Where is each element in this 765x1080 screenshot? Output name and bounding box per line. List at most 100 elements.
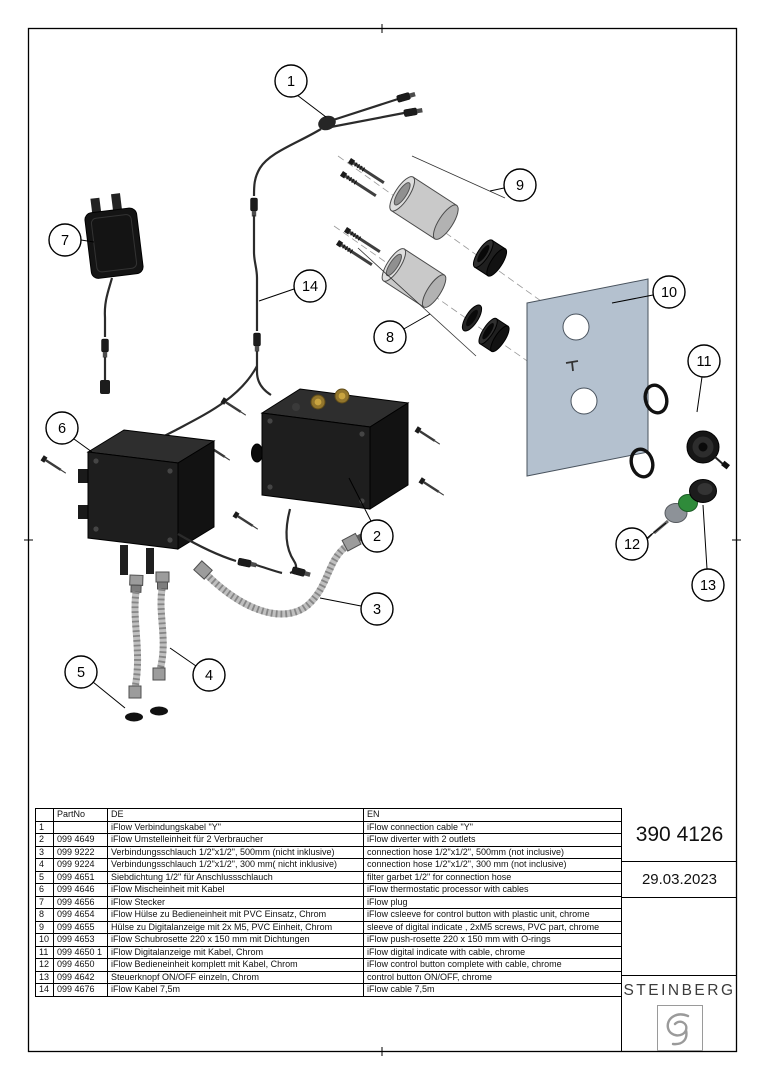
balloon-9: 9	[503, 168, 537, 202]
table-cell-part_no: 099 4676	[53, 983, 108, 997]
balloon-12-label: 12	[624, 537, 640, 553]
balloon-7: 7	[48, 223, 82, 257]
table-cell-part_no: 099 4646	[53, 883, 108, 897]
part-2-diverter-unit	[219, 388, 447, 579]
table-cell-de: Verbindungsschlauch 1/2"x1/2", 500mm (ni…	[107, 845, 364, 859]
table-cell-en: iFlow cable 7,5m	[363, 983, 622, 997]
part-5-filter-seals	[125, 706, 168, 722]
table-cell-no: 6	[35, 883, 54, 897]
table-cell-no: 13	[35, 970, 54, 984]
table-cell-de: iFlow Umstelleinheit für 2 Verbraucher	[107, 833, 364, 847]
table-cell-no: 3	[35, 845, 54, 859]
table-cell-no: 11	[35, 945, 54, 959]
table-cell-no: 12	[35, 958, 54, 972]
part-10-push-rosette	[526, 278, 649, 477]
balloon-1-label: 1	[287, 74, 295, 90]
sheet-frame	[24, 24, 741, 1056]
part-9-display-sleeve-group	[340, 158, 508, 277]
table-cell-en: control button ON/OFF, chrome	[363, 970, 622, 984]
table-cell-no: 4	[35, 858, 54, 872]
part-8-button-sleeve-group	[336, 227, 510, 353]
balloon-3-label: 3	[373, 602, 381, 618]
drawing-date: 29.03.2023	[622, 862, 737, 898]
table-cell-part_no: 099 9222	[53, 845, 108, 859]
drawing-number: 390 4126	[622, 808, 737, 862]
table-cell-no: 5	[35, 870, 54, 884]
table-cell-en: iFlow connection cable "Y"	[363, 820, 622, 834]
balloon-13-label: 13	[700, 578, 716, 594]
table-cell-de: iFlow Schubrosette 220 x 150 mm mit Dich…	[107, 933, 364, 947]
table-cell-de: iFlow Hülse zu Bedieneinheit mit PVC Ein…	[107, 908, 364, 922]
balloon-5: 5	[64, 655, 98, 689]
table-cell-no: 8	[35, 908, 54, 922]
leader-2	[348, 477, 372, 522]
table-cell-de: iFlow Bedieneinheit komplett mit Kabel, …	[107, 958, 364, 972]
table-cell-de: iFlow Stecker	[107, 895, 364, 909]
balloon-1: 1	[274, 64, 308, 98]
table-cell-en: connection hose 1/2"x1/2", 300 mm (not i…	[363, 858, 622, 872]
table-cell-en: iFlow thermostatic processor with cables	[363, 883, 622, 897]
balloon-9-label: 9	[516, 178, 524, 194]
table-cell-de: Siebdichtung 1/2" für Anschlussschlauch	[107, 870, 364, 884]
balloon-10-label: 10	[661, 285, 677, 301]
leader-1	[296, 94, 327, 118]
table-cell-part_no: 099 4649	[53, 833, 108, 847]
table-cell-en: iFlow plug	[363, 895, 622, 909]
title-block-spacer	[622, 898, 737, 976]
part-12-13-control-button-assembly	[633, 479, 717, 553]
balloon-12: 12	[615, 527, 649, 561]
balloon-8-label: 8	[386, 330, 394, 346]
part-1-y-cable	[318, 90, 424, 131]
part-7-power-plug	[84, 193, 144, 394]
table-cell-en: iFlow digital indicate with cable, chrom…	[363, 945, 622, 959]
plate-mark	[565, 360, 579, 372]
table-cell-part_no: 099 4651	[53, 870, 108, 884]
balloon-5-label: 5	[77, 665, 85, 681]
col-header-de: DE	[107, 808, 364, 822]
leader-3	[319, 597, 362, 607]
table-cell-de: Steuerknopf ON/OFF einzeln, Chrom	[107, 970, 364, 984]
table-cell-part_no: 099 4650	[53, 958, 108, 972]
col-header-en: EN	[363, 808, 622, 822]
leader-14	[258, 288, 295, 302]
balloon-14-label: 14	[302, 279, 318, 295]
part-6-thermostatic-processor	[39, 429, 283, 575]
part-11-digital-indicator	[686, 430, 730, 470]
table-cell-en: iFlow push-rosette 220 x 150 mm with O-r…	[363, 933, 622, 947]
col-header-partno: PartNo	[53, 808, 108, 822]
table-cell-part_no: 099 4655	[53, 920, 108, 934]
table-cell-en: sleeve of digital indicate , 2xM5 screws…	[363, 920, 622, 934]
balloon-2: 2	[360, 519, 394, 553]
table-cell-de: iFlow Kabel 7,5m	[107, 983, 364, 997]
table-cell-no: 1	[35, 820, 54, 834]
leader-6	[73, 438, 93, 453]
part-4-hoses-300mm	[128, 571, 170, 699]
leader-10	[611, 294, 654, 304]
table-cell-en: iFlow control button complete with cable…	[363, 958, 622, 972]
balloon-6: 6	[45, 411, 79, 445]
table-cell-part_no: 099 4650 1	[53, 945, 108, 959]
leader-5	[92, 681, 126, 709]
o-rings	[629, 383, 669, 479]
steinberg-logo	[656, 1005, 703, 1051]
table-cell-no: 9	[35, 920, 54, 934]
table-cell-de: Verbindungsschlauch 1/2"x1/2", 300 mm( n…	[107, 858, 364, 872]
table-cell-en: iFlow csleeve for control button with pl…	[363, 908, 622, 922]
balloon-8: 8	[373, 320, 407, 354]
